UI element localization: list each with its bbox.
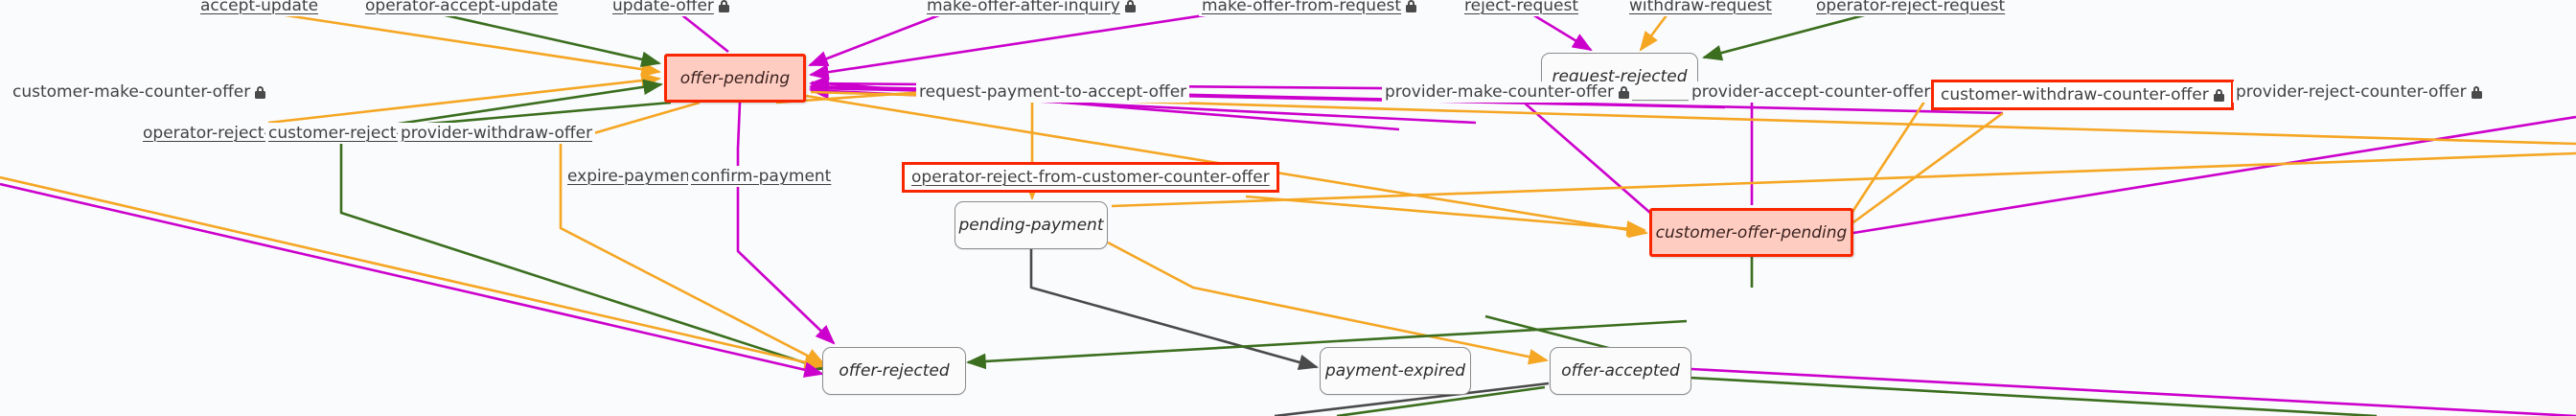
state-node-pending-payment[interactable]: pending-payment (954, 201, 1108, 249)
transition-label-withdraw-request[interactable]: withdraw-request (1626, 0, 1775, 16)
edge-make-offer-after-inquiry (808, 10, 950, 67)
transition-label-operator-accept-update[interactable]: operator-accept-update (362, 0, 562, 16)
edge-offer-accepted-green-out (1689, 376, 2378, 416)
lock-icon (1124, 0, 1136, 12)
edge-payment-expired-gray-out (1274, 381, 1550, 416)
edge-update-offer (677, 10, 729, 54)
transition-label-expire-payment[interactable]: expire-payment (564, 166, 700, 187)
edge-magenta-bundle-5 (811, 81, 1400, 131)
edge-withdraw-request (1639, 11, 1671, 52)
state-label: offer-rejected (839, 361, 950, 381)
transition-label-accept-update[interactable]: accept-update (197, 0, 322, 16)
edge-customer-offer-pending-right-magenta (1852, 115, 2576, 235)
transition-label-make-offer-from-request[interactable]: make-offer-from-request (1199, 0, 1420, 16)
state-node-offer-accepted[interactable]: offer-accepted (1550, 347, 1691, 395)
edge-customer-reject-offer (559, 101, 826, 366)
lock-icon (2471, 85, 2482, 99)
state-node-customer-offer-pending[interactable]: customer-offer-pending (1649, 208, 1853, 257)
edge-customer-withdraw-counter-offer-in (1851, 95, 1930, 213)
edge-offer-accepted-magenta-out (1690, 367, 2576, 416)
edge-customer-make-counter-offer-in (267, 72, 662, 125)
state-label: offer-accepted (1561, 361, 1680, 381)
lock-icon (255, 85, 266, 99)
edge-operator-reject-offer (339, 101, 826, 372)
edge-make-offer-from-request (808, 10, 1230, 81)
transition-label-provider-withdraw-offer[interactable]: provider-withdraw-offer (398, 123, 596, 144)
edge-long-magenta-left-to-offer-rejected (0, 182, 825, 378)
edge-operator-accept-update (427, 10, 662, 68)
edge-operator-reject-from-customer-counter-offer (965, 319, 1688, 370)
transition-label-confirm-payment[interactable]: confirm-payment (688, 166, 835, 187)
edge-provider-make-counter-offer-down (1513, 93, 1651, 214)
transition-label-customer-make-counter-offer[interactable]: customer-make-counter-offer (10, 81, 269, 103)
transition-label-make-offer-after-inquiry[interactable]: make-offer-after-inquiry (924, 0, 1138, 16)
edge-orange-into-customer-offer-pending (1245, 195, 1647, 237)
edge-long-orange-left-to-offer-rejected (0, 175, 825, 370)
edge-reject-request (1527, 10, 1593, 52)
lock-icon (1406, 0, 1417, 12)
lock-icon (1619, 85, 1630, 99)
edge-customer-offer-pending-orange-up (1852, 111, 2004, 224)
transition-label-request-payment-to-accept-offer[interactable]: request-payment-to-accept-offer (916, 81, 1190, 103)
edge-provider-withdraw-offer (736, 102, 836, 345)
edge-long-orange-mid2 (1111, 151, 2576, 208)
lock-icon (2213, 88, 2224, 102)
state-label: customer-offer-pending (1655, 222, 1848, 243)
transition-label-customer-withdraw-counter-offer[interactable]: customer-withdraw-counter-offer (1931, 80, 2234, 110)
edge-expire-payment (1029, 249, 1320, 370)
transition-label-operator-reject-request[interactable]: operator-reject-request (1813, 0, 2009, 16)
state-node-payment-expired[interactable]: payment-expired (1320, 347, 1471, 395)
edge-operator-reject-request (1701, 10, 1879, 61)
transition-label-provider-make-counter-offer[interactable]: provider-make-counter-offer (1382, 81, 1633, 103)
state-label: pending-payment (958, 216, 1104, 235)
edge-offer-accepted-green-down (1336, 385, 1546, 416)
edge-accept-update (260, 10, 662, 78)
lock-icon (718, 0, 729, 12)
state-label: payment-expired (1324, 361, 1466, 381)
transition-label-reject-request[interactable]: reject-request (1461, 0, 1582, 16)
transition-label-operator-reject-from-customer-counter-offer[interactable]: operator-reject-from-customer-counter-of… (902, 162, 1279, 193)
state-node-offer-pending[interactable]: offer-pending (664, 54, 806, 103)
transition-label-provider-accept-counter-offer[interactable]: provider-accept-counter-offer (1689, 81, 1934, 103)
state-label: offer-pending (679, 68, 791, 88)
transition-label-provider-reject-counter-offer[interactable]: provider-reject-counter-offer (2233, 81, 2485, 103)
state-node-offer-rejected[interactable]: offer-rejected (822, 347, 966, 395)
transition-label-update-offer[interactable]: update-offer (610, 0, 732, 16)
